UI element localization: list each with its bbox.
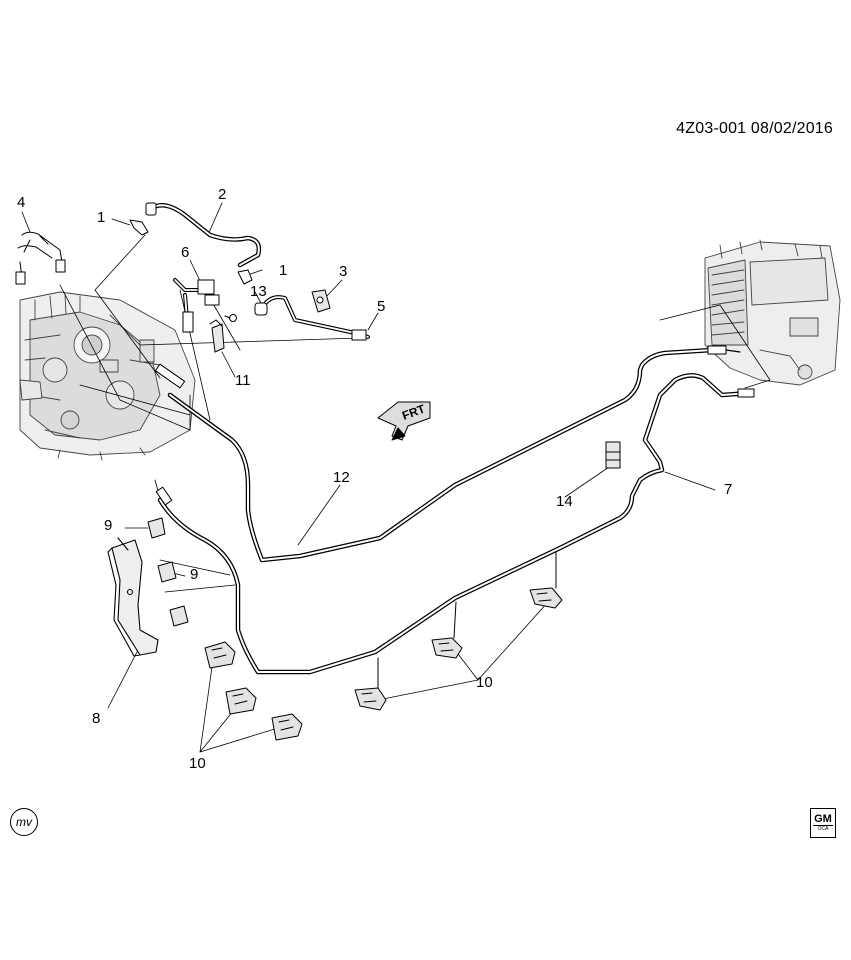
callout-4: 4 [17,194,26,211]
callout-5: 5 [377,298,386,315]
callout-8: 8 [92,710,101,727]
callout-1a: 1 [97,209,106,226]
clip-10a [204,641,236,669]
bracket-8 [107,537,159,657]
callout-11: 11 [235,372,251,389]
pipe-7 [155,373,755,675]
clip-9a [147,517,166,539]
hose-5 [254,295,370,341]
clip-1a [129,219,149,236]
gm-logo-subtext: OCA [817,826,829,832]
bracket-3 [311,289,331,313]
clip-10e [431,601,463,659]
gm-logo: GM OCA [810,808,836,838]
clip-10d [354,657,387,711]
clip-9c [169,605,189,627]
clip-10c [271,713,303,741]
clip-10f [529,551,563,609]
clip-1b [237,269,253,285]
callout-12: 12 [333,469,350,486]
callout-14: 14 [556,493,573,510]
bolt-13 [224,314,237,322]
engine-assembly [19,291,196,461]
clip-9b [157,561,177,583]
callout-6: 6 [181,244,190,261]
callout-10a: 10 [189,755,206,772]
callout-13: 13 [250,283,267,300]
hose-4 [15,231,66,285]
callout-3: 3 [339,263,348,280]
callout-9a: 9 [104,517,113,534]
clip-10b [225,687,257,715]
hose-2 [145,202,262,268]
callout-1b: 1 [279,262,288,279]
leader-lines [21,202,771,753]
callout-9b: 9 [190,566,199,583]
front-direction-arrow [377,401,431,441]
transmission-assembly [704,239,841,386]
pipe-12 [154,345,741,563]
clip-11 [209,319,225,353]
diagram-reference: 4Z03-001 08/02/2016 [676,120,833,137]
mv-mark: mv [10,808,38,836]
callout-7: 7 [724,481,733,498]
gm-logo-text: GM [813,813,833,826]
hose-6 [173,278,220,333]
callout-10b: 10 [476,674,493,691]
callout-2: 2 [218,186,227,203]
clip-14 [605,441,621,469]
